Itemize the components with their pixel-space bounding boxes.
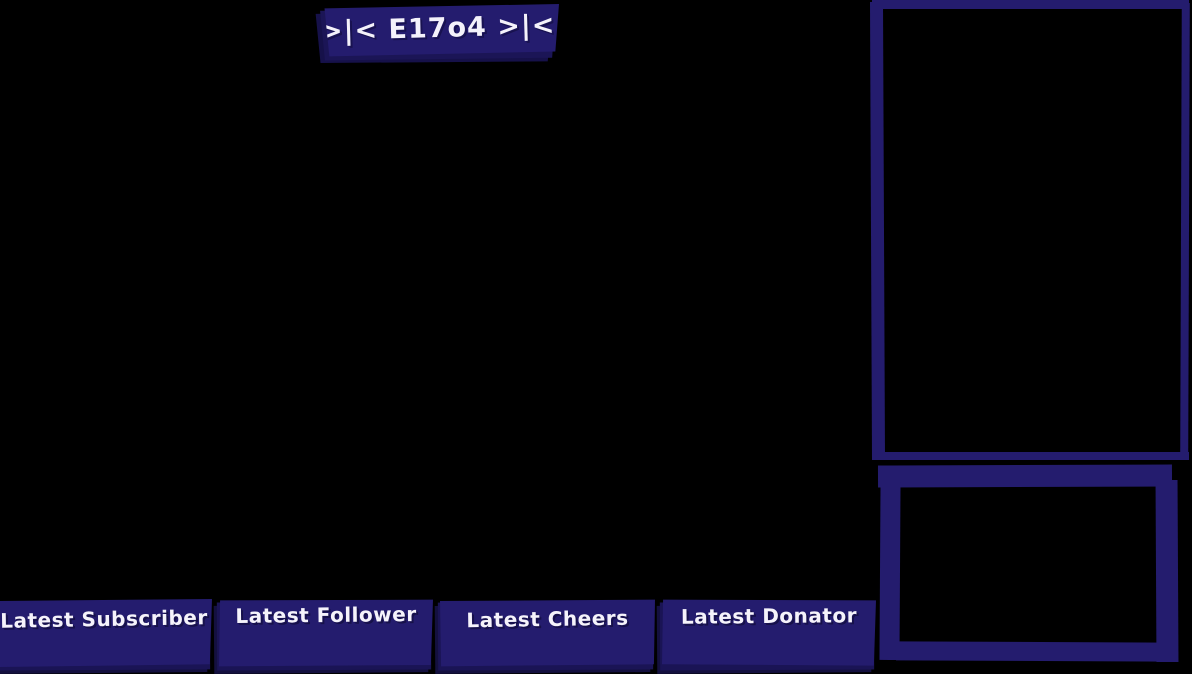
- camera-frame: [868, 0, 1190, 462]
- panel-latest-donator: Latest Donator: [656, 599, 876, 674]
- panel-face: [662, 599, 876, 666]
- panel-latest-subscriber: Latest Subscriber: [0, 599, 212, 674]
- camera-frame-right-border: [1180, 2, 1190, 456]
- camera-frame-top-border: [872, 0, 1189, 9]
- secondary-frame-top-border: [877, 464, 1173, 488]
- panel-face: [219, 599, 433, 667]
- stream-title-banner: >|< E17o4 >|<: [315, 4, 559, 63]
- secondary-frame-left-border: [879, 481, 901, 661]
- secondary-frame: [868, 462, 1190, 667]
- panel-latest-follower: Latest Follower: [213, 599, 433, 674]
- panel-latest-cheers: Latest Cheers: [434, 599, 655, 674]
- secondary-frame-right-border: [1155, 479, 1179, 663]
- camera-frame-left-border: [870, 1, 885, 461]
- banner-face: >|< E17o4 >|<: [319, 4, 559, 57]
- panel-latest-follower-label: Latest Follower: [235, 602, 417, 628]
- panel-latest-donator-label: Latest Donator: [680, 603, 858, 629]
- secondary-frame-bottom-border: [895, 641, 1169, 662]
- camera-frame-bottom-border: [874, 452, 1189, 460]
- panel-face: [0, 599, 212, 667]
- panel-latest-subscriber-label: Latest Subscriber: [0, 605, 208, 633]
- stream-title-text: >|< E17o4 >|<: [319, 9, 556, 47]
- panel-latest-cheers-label: Latest Cheers: [466, 605, 629, 633]
- panel-face: [440, 599, 655, 667]
